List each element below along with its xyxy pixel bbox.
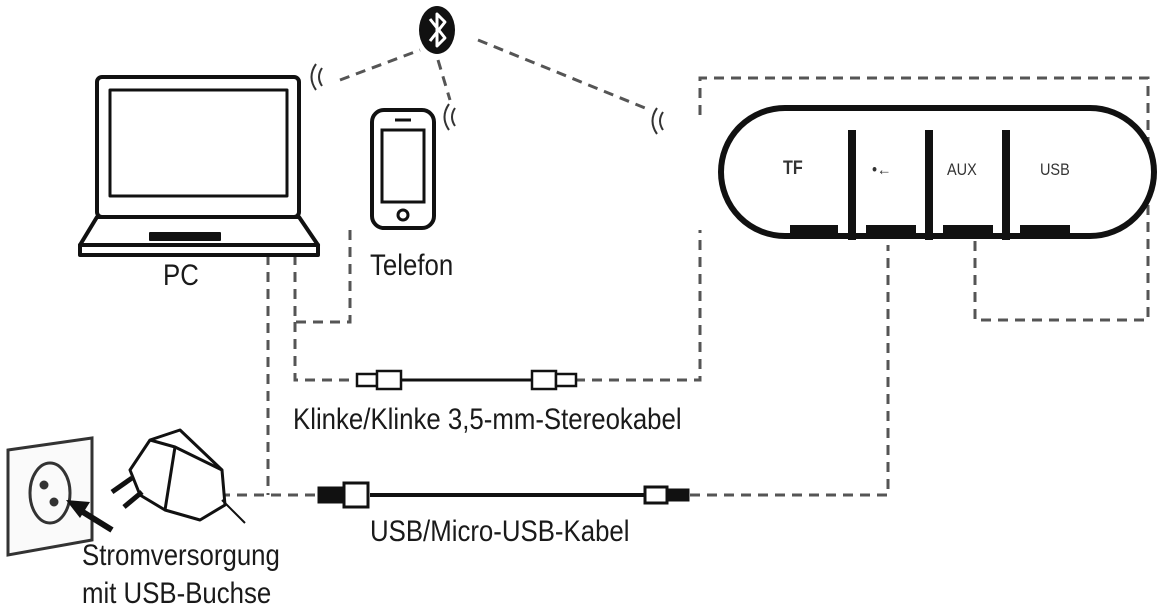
phone-label: Telefon <box>370 249 454 282</box>
bluetooth-icon <box>419 6 455 54</box>
pc-label: PC <box>163 259 199 292</box>
usb-cable <box>317 481 690 509</box>
wall-socket-icon <box>6 436 94 557</box>
arrow-icon <box>66 500 114 533</box>
power-adapter-icon <box>110 428 246 524</box>
wireless-signal-icon <box>443 103 456 131</box>
port-label-usb: USB <box>1040 160 1070 179</box>
wireless-signal-icon <box>310 63 323 91</box>
laptop-icon <box>78 75 320 257</box>
smartphone-icon <box>370 108 436 230</box>
speaker-icon <box>718 105 1157 240</box>
aux-cable-label: Klinke/Klinke 3,5-mm-Stereokabel <box>293 403 682 436</box>
port-label-usb-symbol: •← <box>872 160 892 179</box>
connection-lines <box>220 38 1150 497</box>
port-label-aux: AUX <box>947 160 977 179</box>
usb-cable-label: USB/Micro-USB-Kabel <box>370 515 630 548</box>
wireless-signal-icon <box>651 107 664 135</box>
power-supply-label-line1: Stromversorgung <box>82 539 280 572</box>
power-supply-label-line2: mit USB-Buchse <box>82 577 272 610</box>
port-label-tf: TF <box>783 158 803 179</box>
aux-cable <box>355 369 578 391</box>
